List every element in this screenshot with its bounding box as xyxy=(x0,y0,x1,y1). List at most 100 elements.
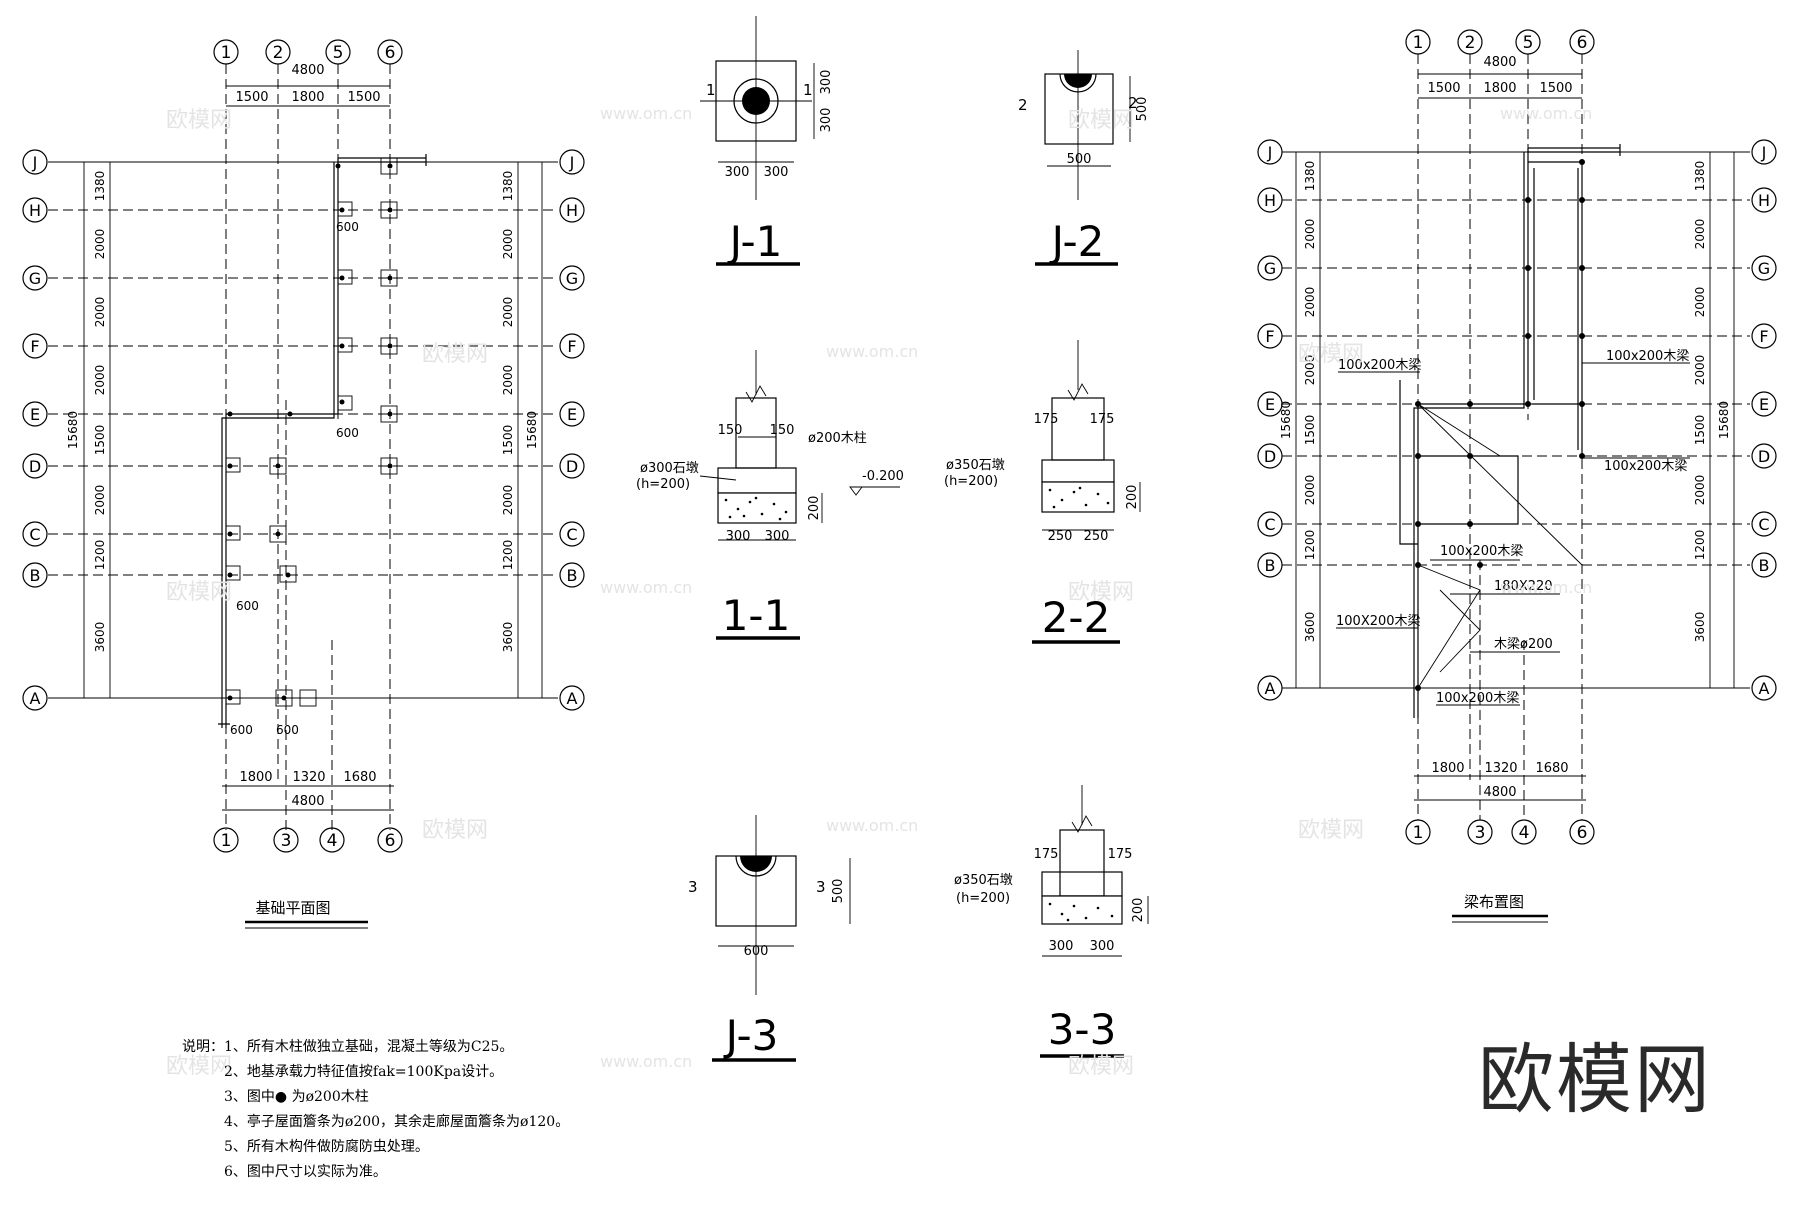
foundation-plan: 1 2 5 6 4800 1500 1800 1500 xyxy=(22,39,585,929)
dim-total: 4800 xyxy=(1483,55,1516,70)
dim: 200 xyxy=(807,496,822,521)
row-label: B xyxy=(567,566,578,585)
beam-label: 100x200木梁 xyxy=(1436,691,1519,706)
row-label: E xyxy=(30,405,40,424)
beam-label: 100x200木梁 xyxy=(1338,358,1421,373)
dim: 2000 xyxy=(93,297,107,328)
note-line: 6、图中尺寸以实际为准。 xyxy=(224,1164,387,1180)
dim: 1380 xyxy=(501,171,515,202)
footing-j1: 300 300 300 300 1 1 J-1 xyxy=(700,16,834,266)
dim: 300 xyxy=(765,529,790,544)
axis-label: 1 xyxy=(1413,33,1424,53)
row-label: A xyxy=(1759,679,1770,698)
section-1-1: 150 150 ø200木柱 ø300石墩 (h=200) -0.200 300… xyxy=(636,350,904,640)
axis-label: 2 xyxy=(1465,33,1476,53)
column-label: ø200木柱 xyxy=(808,431,867,446)
dim: 2000 xyxy=(93,365,107,396)
watermark-url: www.om.cn xyxy=(826,342,919,361)
dim: 600 xyxy=(230,723,253,737)
dim: 300 xyxy=(726,529,751,544)
axis-bubbles-bottom: 1 3 4 6 xyxy=(1405,819,1595,845)
row-bubbles-right: J H G F E D C B A xyxy=(559,149,585,711)
axis-label: 4 xyxy=(1519,823,1530,843)
row-label: A xyxy=(1265,679,1276,698)
pier-label: ø350石墩 xyxy=(946,458,1005,473)
watermark-url: www.om.cn xyxy=(1500,578,1593,597)
dim: 2000 xyxy=(501,365,515,396)
dim: 500 xyxy=(1135,97,1150,122)
axis-label: 6 xyxy=(1577,33,1588,53)
watermark-url: www.om.cn xyxy=(600,1052,693,1071)
row-bubbles-left: J H G F E D C B A xyxy=(22,149,48,711)
axis-label: 5 xyxy=(333,43,344,63)
note-line: 3、图中● 为ø200木柱 xyxy=(224,1089,369,1105)
note-line: 4、亭子屋面簷条为ø200，其余走廊屋面簷条为ø120。 xyxy=(224,1114,570,1130)
axis-label: 3 xyxy=(281,831,292,851)
row-label: C xyxy=(566,525,577,544)
pier-height: (h=200) xyxy=(956,891,1010,906)
dim: 1800 xyxy=(1483,81,1516,96)
dim: 1500 xyxy=(1539,81,1572,96)
footing-label: J-2 xyxy=(1049,217,1105,266)
dim: 200 xyxy=(1131,898,1146,923)
section-2-2: 175 175 ø350石墩 (h=200) 250 250 200 2-2 xyxy=(944,340,1141,644)
watermark: 欧模网 xyxy=(166,580,233,605)
row-label: D xyxy=(1264,447,1276,466)
axis-bubbles-top: 1 2 5 6 xyxy=(213,39,403,65)
dim: 600 xyxy=(336,220,359,234)
dim: 1680 xyxy=(343,770,376,785)
dim: 1500 xyxy=(347,90,380,105)
dim: 600 xyxy=(336,426,359,440)
dim: 2000 xyxy=(1303,355,1317,386)
row-label: C xyxy=(1264,515,1275,534)
dim: 1500 xyxy=(1303,415,1317,446)
beam-title: 梁布置图 xyxy=(1464,893,1524,911)
row-label: C xyxy=(1758,515,1769,534)
row-label: C xyxy=(29,525,40,544)
dim-total: 15680 xyxy=(66,411,80,449)
watermark: 欧模网 xyxy=(1298,818,1365,843)
dim: 2000 xyxy=(1693,219,1707,250)
row-label: B xyxy=(1265,556,1276,575)
dim-total: 4800 xyxy=(291,63,324,78)
row-label: G xyxy=(1758,259,1770,278)
beam-label: 木梁ø200 xyxy=(1494,637,1553,652)
watermark: 欧模网 xyxy=(1068,580,1135,605)
footing-label: 1-1 xyxy=(722,591,791,640)
row-label: J xyxy=(1761,143,1767,162)
axis-label: 1 xyxy=(221,831,232,851)
row-axes xyxy=(48,161,558,699)
row-label: D xyxy=(29,457,41,476)
row-label: E xyxy=(1759,395,1769,414)
row-label: A xyxy=(567,689,578,708)
row-label: J xyxy=(32,153,38,172)
dim: 500 xyxy=(1067,152,1092,167)
row-label: F xyxy=(1759,327,1768,346)
dim: 2000 xyxy=(93,485,107,516)
row-label: G xyxy=(566,269,578,288)
row-label: G xyxy=(29,269,41,288)
dim-total: 15680 xyxy=(1279,401,1293,439)
dim: 300 xyxy=(725,165,750,180)
note-line: 说明：1、所有木柱做独立基础，混凝土等级为C25。 xyxy=(182,1039,514,1055)
beam-label: 100x200木梁 xyxy=(1440,544,1523,559)
row-label: H xyxy=(1758,191,1770,210)
watermark-url: www.om.cn xyxy=(826,816,919,835)
pier-footings xyxy=(225,157,398,707)
footing-label: 2-2 xyxy=(1042,593,1111,642)
watermark-url: www.om.cn xyxy=(1500,104,1593,123)
beam-label: 100x200木梁 xyxy=(1604,459,1687,474)
axis-label: 2 xyxy=(273,43,284,63)
dim: 1800 xyxy=(291,90,324,105)
dim: 1500 xyxy=(1693,415,1707,446)
watermark: 欧模网 xyxy=(422,818,489,843)
dim: 600 xyxy=(744,944,769,959)
section-mark: 2 xyxy=(1018,96,1028,114)
row-bubbles-left: J H G F E D C B A xyxy=(1257,139,1283,701)
brand-logo: 欧模网 xyxy=(1478,1035,1712,1124)
dim: 2000 xyxy=(1693,287,1707,318)
footing-label: 3-3 xyxy=(1048,1005,1117,1054)
dim: 250 xyxy=(1048,529,1073,544)
section-3-3: 175 175 ø350石墩 (h=200) 300 300 200 3-3 xyxy=(954,785,1149,1058)
section-mark: 1 xyxy=(803,81,813,99)
